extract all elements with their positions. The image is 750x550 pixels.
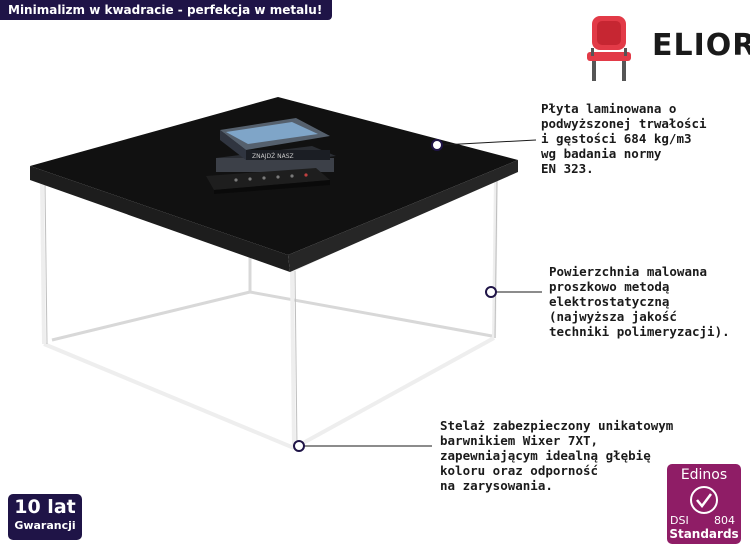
headline-banner: Minimalizm w kwadracie - perfekcja w met…: [0, 0, 333, 20]
certificate-left-text: DSI: [670, 514, 689, 527]
callout-line: zapewniającym idealną głębię: [440, 448, 651, 463]
callout-line: barwnikiem Wixer 7XT,: [440, 433, 599, 448]
callout-line: techniki polimeryzacji).: [549, 324, 730, 339]
callout-line: elektrostatyczną: [549, 294, 670, 309]
chair-icon: [587, 16, 631, 81]
remote-control-icon: [206, 168, 330, 194]
callout-connector-tabletop: [431, 139, 537, 151]
callout-frame: Stelaż zabezpieczony unikatowym barwniki…: [440, 418, 673, 493]
callout-line: (najwyższa jakość: [549, 309, 677, 324]
callout-line: na zarysowania.: [440, 478, 553, 493]
callout-connector-paint: [485, 286, 542, 298]
callout-line: podwyższonej trwałości: [541, 116, 707, 131]
callout-line: Stelaż zabezpieczony unikatowym: [440, 418, 674, 433]
callout-connector-frame: [293, 440, 432, 452]
callout-line: EN 323.: [541, 161, 594, 176]
certificate-badge: Edinos DSI 804 Standards: [667, 464, 741, 544]
certificate-bottom-text: Standards: [669, 527, 739, 541]
callout-line: Powierzchnia malowana: [549, 264, 708, 279]
warranty-badge: 10 lat Gwarancji: [8, 494, 82, 540]
book-spine-text: ZNAJDŹ NASZ: [252, 152, 294, 160]
brand-name: ELIOR: [652, 28, 750, 63]
callout-line: wg badania normy: [541, 146, 662, 161]
certificate-top-text: Edinos: [680, 467, 728, 483]
warranty-label: Gwarancji: [14, 519, 76, 532]
certificate-seal-icon: [690, 486, 718, 514]
warranty-years: 10 lat: [14, 496, 76, 518]
certificate-right-text: 804: [714, 514, 735, 527]
callout-tabletop: Płyta laminowana o podwyższonej trwałośc…: [541, 101, 707, 176]
callout-line: i gęstości 684 kg/m3: [541, 131, 692, 146]
brand-logo: [582, 14, 742, 84]
callout-line: proszkowo metodą: [549, 279, 670, 294]
callout-line: Płyta laminowana o: [541, 101, 677, 116]
callout-line: koloru oraz odporność: [440, 463, 599, 478]
books-icon: ZNAJDŹ NASZ: [216, 118, 336, 172]
callout-paint: Powierzchnia malowana proszkowo metodą e…: [549, 264, 730, 339]
